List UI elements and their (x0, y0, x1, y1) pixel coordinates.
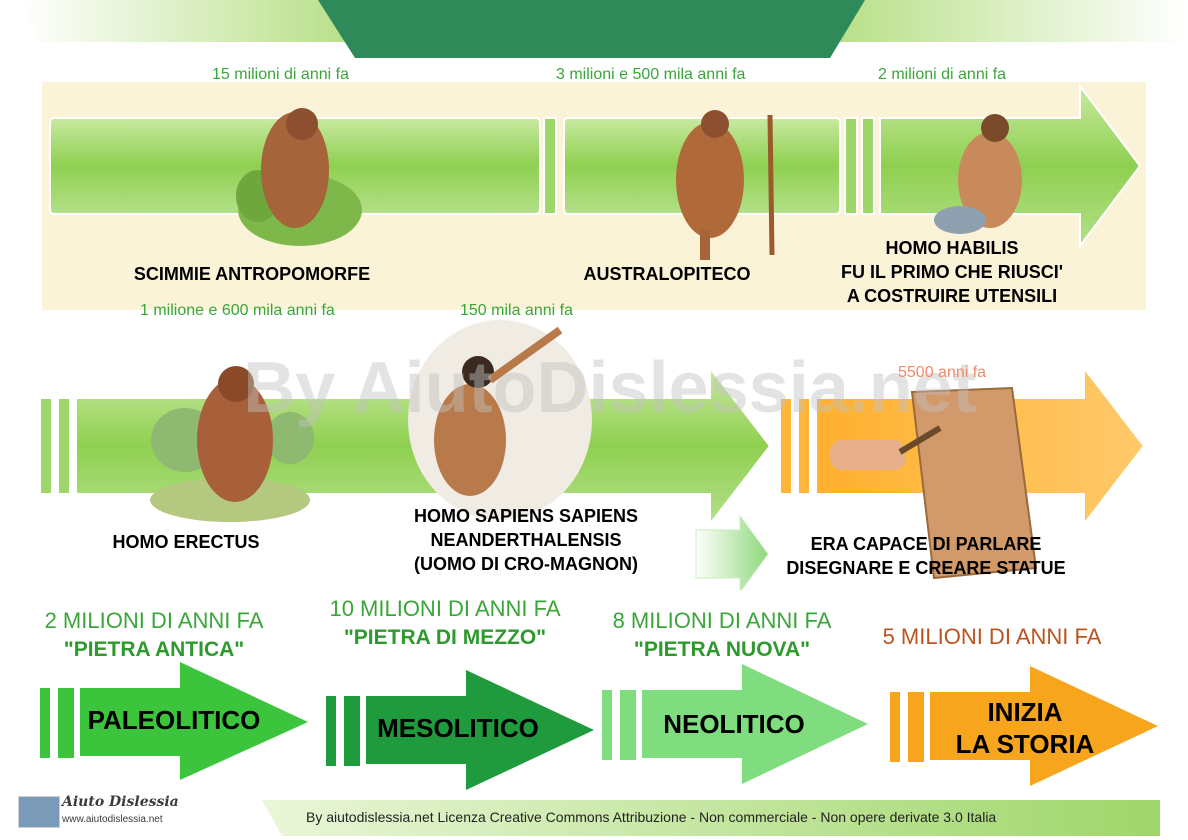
ape-illustration (236, 108, 362, 246)
row2-orange-tick (797, 397, 811, 495)
period-tick (58, 688, 74, 758)
period-date-paleolitico: 2 MILIONI DI ANNI FA (44, 608, 264, 633)
period-date-neolitico: 8 MILIONI DI ANNI FA (612, 608, 832, 633)
row1-date-1: 15 milioni di anni fa (212, 66, 349, 83)
period-name-mesolitico: "PIETRA DI MEZZO" (343, 626, 547, 649)
period-date-storia: 5 MILIONI DI ANNI FA (882, 624, 1102, 649)
row1-date-3: 2 milioni di anni fa (878, 66, 1007, 83)
label-australopiteco: AUSTRALOPITECO (583, 264, 751, 284)
period-tick (40, 688, 50, 758)
period-arrows (40, 662, 1158, 790)
row1-bar-tick (844, 117, 858, 215)
label-scimmie: SCIMMIE ANTROPOMORFE (133, 264, 371, 284)
row2-bar-tick (57, 397, 71, 495)
label-inizia-storia: INIZIA LA STORIA (920, 696, 1130, 760)
period-tick (620, 690, 636, 760)
period-tick (326, 696, 336, 766)
row1-bar-tick (861, 117, 875, 215)
footer-bar (262, 800, 1160, 836)
homo-habilis-illustration (934, 114, 1022, 234)
row2-date-1: 1 milione e 600 mila anni fa (140, 302, 335, 319)
arrow-neolitico (642, 664, 868, 784)
header-band-right (840, 0, 1188, 42)
label-paleolitico: PALEOLITICO (87, 705, 261, 735)
period-name-neolitico: "PIETRA NUOVA" (633, 638, 811, 661)
pointer-arrow (695, 514, 769, 590)
timeline-row1 (49, 83, 1142, 260)
sapiens-illustration (408, 320, 592, 520)
footer-bar-svg (262, 800, 1160, 836)
australopithecus-illustration (676, 110, 775, 260)
watermark: By AiutoDislessia.net (243, 348, 977, 428)
period-tick (344, 696, 360, 766)
label-habilis-line: FU IL PRIMO CHE RIUSCI' (841, 262, 1063, 282)
period-tick (890, 692, 900, 762)
row2-date-2: 150 mila anni fa (460, 302, 573, 319)
arrow-mesolitico (366, 670, 594, 790)
label-habilis-line: A COSTRUIRE UTENSILI (846, 286, 1058, 306)
label-sapiens-line: (UOMO DI CRO-MAGNON) (414, 554, 638, 574)
header-bands (20, 0, 1188, 58)
label-capace-line: ERA CAPACE DI PARLARE (810, 534, 1042, 554)
clay-tablet-illustration (830, 386, 1038, 580)
logo[interactable]: Aiuto Dislessia www.aiutodislessia.net (18, 794, 179, 830)
label-homo-habilis: HOMO HABILIS FU IL PRIMO CHE RIUSCI' A C… (800, 236, 1104, 308)
label-era-capace: ERA CAPACE DI PARLARE DISEGNARE E CREARE… (756, 532, 1096, 580)
label-storia-line: INIZIA (987, 697, 1063, 727)
label-homo-erectus: HOMO ERECTUS (112, 532, 260, 552)
header-band-left (20, 0, 345, 42)
label-homo-sapiens: HOMO SAPIENS SAPIENS NEANDERTHALENSIS (U… (370, 504, 682, 576)
label-storia-line: LA STORIA (955, 729, 1095, 759)
row1-bar-tick (543, 117, 557, 215)
period-tick (602, 690, 612, 760)
label-neolitico: NEOLITICO (663, 709, 805, 739)
timeline-row2: By AiutoDislessia.net (39, 320, 1146, 590)
label-habilis-line: HOMO HABILIS (885, 238, 1019, 258)
logo-icon (18, 796, 60, 828)
row2-date-3: 5500 anni fa (898, 364, 987, 381)
row2-bar-tick (39, 397, 53, 495)
arrow-paleolitico (80, 662, 308, 780)
logo-url: www.aiutodislessia.net (62, 814, 163, 825)
label-capace-line: DISEGNARE E CREARE STATUE (786, 558, 1066, 578)
label-sapiens-line: NEANDERTHALENSIS (430, 530, 622, 550)
arrow-storia (930, 666, 1158, 786)
label-mesolitico: MESOLITICO (377, 713, 539, 743)
footer-license: By aiutodislessia.net Licenza Creative C… (306, 809, 997, 825)
period-tick (908, 692, 924, 762)
header-band-center (318, 0, 865, 58)
row1-date-2: 3 milioni e 500 mila anni fa (556, 66, 746, 83)
row2-orange-tick (779, 397, 793, 495)
logo-title: Aiuto Dislessia (62, 794, 179, 810)
label-sapiens-line: HOMO SAPIENS SAPIENS (413, 506, 639, 526)
period-name-paleolitico: "PIETRA ANTICA" (63, 638, 245, 661)
homo-erectus-illustration (150, 366, 314, 522)
period-date-mesolitico: 10 MILIONI DI ANNI FA (329, 596, 561, 621)
